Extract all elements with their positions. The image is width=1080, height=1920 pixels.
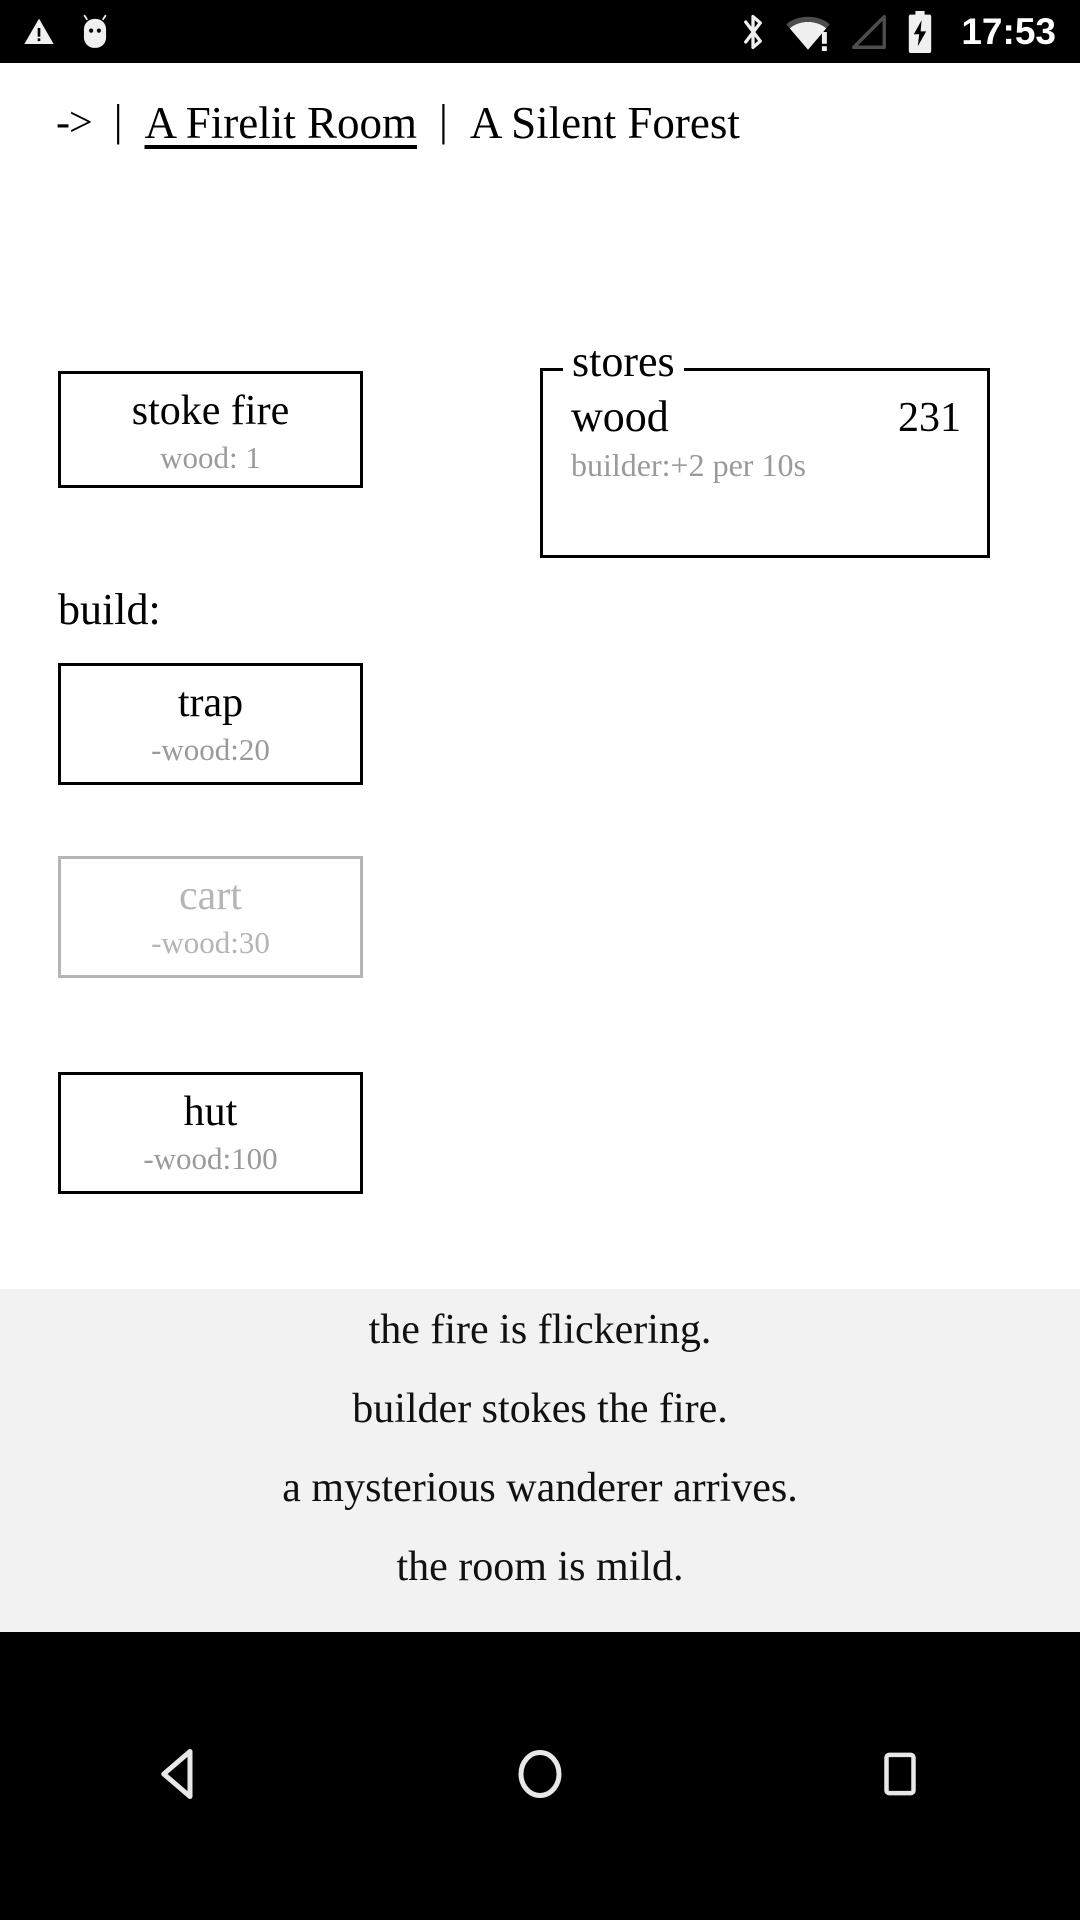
battery-charging-icon: [907, 10, 933, 53]
stores-panel: stores wood 231 builder:+2 per 10s: [540, 340, 990, 558]
nav-home-button[interactable]: [440, 1632, 640, 1920]
notification-message: builder stokes the fire.: [352, 1385, 728, 1432]
status-bar: 17:53: [0, 0, 1080, 63]
nav-back-button[interactable]: [80, 1632, 280, 1920]
recents-icon: [873, 1747, 927, 1806]
tab-a-silent-forest[interactable]: A Silent Forest: [469, 97, 740, 148]
stoke-fire-button[interactable]: stoke fire wood: 1: [58, 371, 363, 488]
build-section-label: build:: [58, 585, 161, 634]
status-bar-left-icons: [22, 14, 112, 50]
notification-message: the fire is flickering.: [368, 1307, 712, 1353]
nav-separator-1: |: [113, 96, 123, 145]
stores-row-wood: wood 231: [543, 391, 987, 442]
build-trap-cost: -wood:20: [151, 732, 270, 768]
notification-message: a mysterious wanderer arrives.: [282, 1464, 798, 1511]
stoke-fire-label: stoke fire: [131, 388, 290, 434]
build-trap-label: trap: [177, 680, 244, 726]
status-bar-clock: 17:53: [961, 10, 1056, 52]
notification-log-panel: the fire is flickering. builder stokes th…: [0, 1289, 1080, 1632]
build-button-cart[interactable]: cart -wood:30: [58, 856, 363, 978]
back-icon: [150, 1744, 210, 1809]
notification-message: the room is mild.: [396, 1543, 684, 1590]
build-button-hut[interactable]: hut -wood:100: [58, 1072, 363, 1194]
bluetooth-icon: [739, 12, 767, 52]
stores-legend-label: stores: [563, 340, 684, 384]
back-arrow-label[interactable]: ->: [56, 100, 93, 146]
tab-a-firelit-room[interactable]: A Firelit Room: [144, 97, 418, 148]
nav-recents-button[interactable]: [800, 1632, 1000, 1920]
android-bugdroid-icon: [78, 14, 112, 50]
build-hut-cost: -wood:100: [143, 1141, 278, 1177]
build-cart-label: cart: [179, 873, 242, 919]
stoke-fire-cost: wood: 1: [160, 440, 261, 476]
warning-triangle-icon: [22, 16, 56, 48]
android-navigation-bar: [0, 1632, 1080, 1920]
status-bar-right-icons: 17:53: [739, 10, 1056, 53]
home-icon: [510, 1744, 570, 1809]
stores-wood-income-note: builder:+2 per 10s: [571, 447, 806, 483]
build-cart-cost: -wood:30: [151, 925, 270, 961]
wifi-alert-icon: [785, 12, 831, 52]
build-hut-label: hut: [183, 1089, 238, 1135]
game-main-panel: stoke fire wood: 1 build: trap -wood:20 …: [0, 183, 1080, 1289]
nav-separator-2: |: [439, 96, 448, 145]
cell-signal-icon: [849, 12, 889, 52]
stores-wood-label: wood: [571, 392, 669, 441]
stores-wood-value: 231: [898, 395, 961, 441]
header-nav: -> | A Firelit Room | A Silent Forest: [0, 63, 1080, 183]
build-button-trap[interactable]: trap -wood:20: [58, 663, 363, 785]
